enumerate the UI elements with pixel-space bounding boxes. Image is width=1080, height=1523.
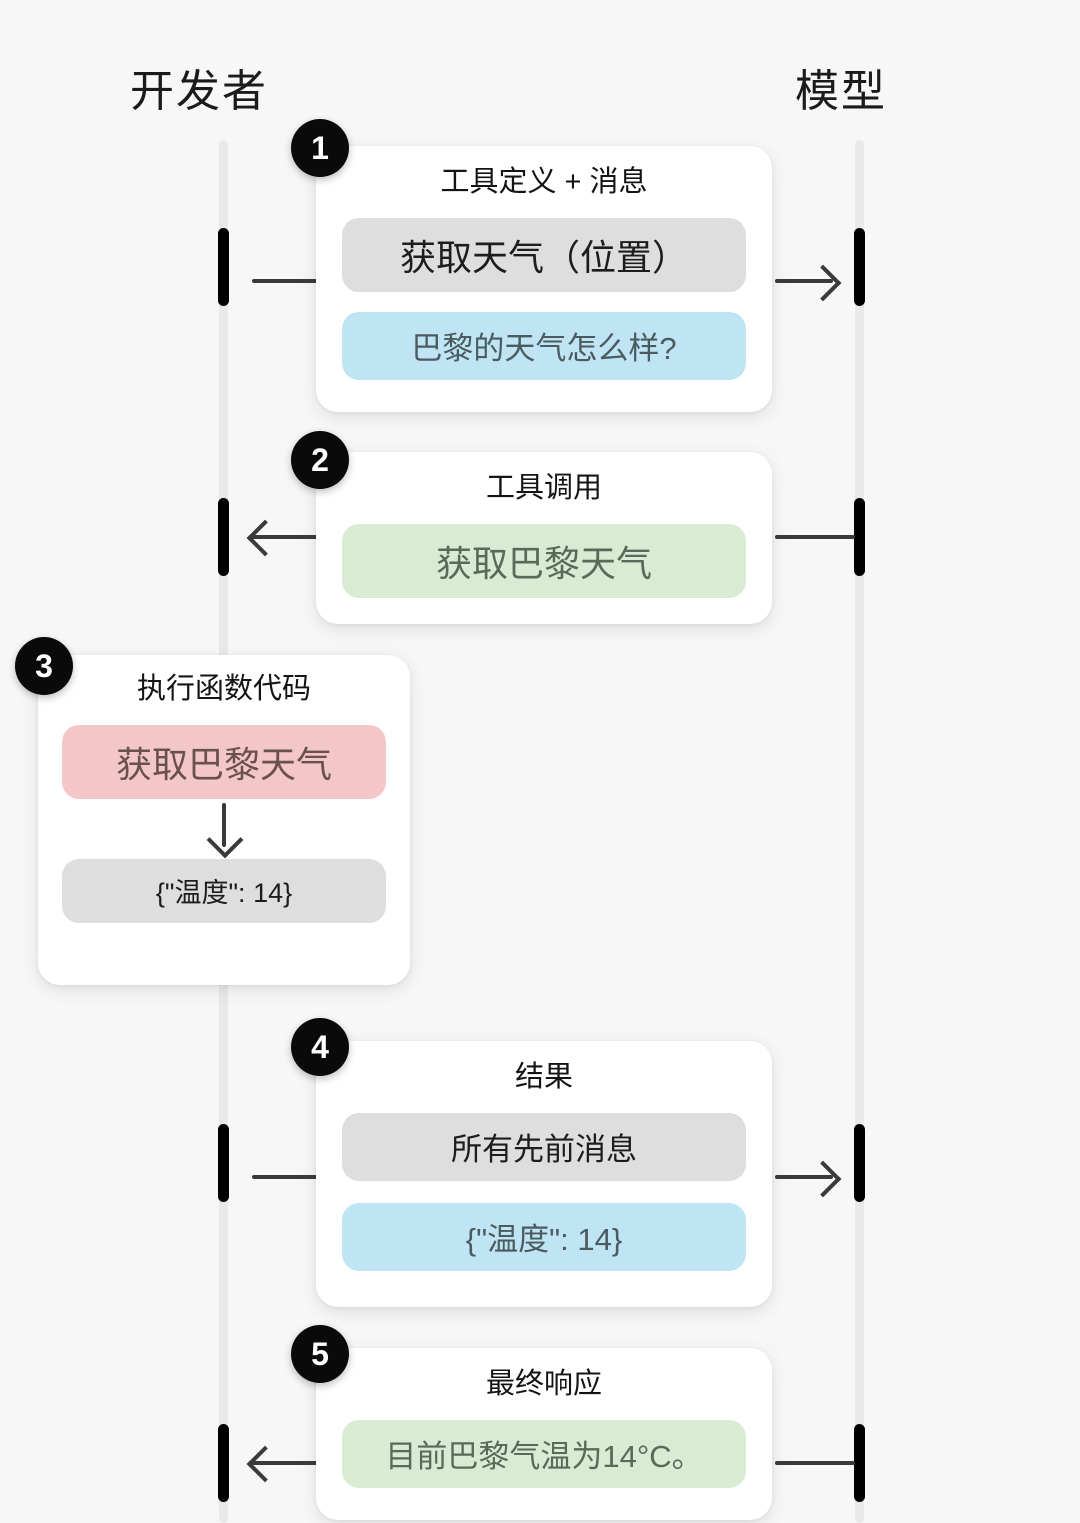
down-arrow-icon	[62, 799, 386, 859]
lane-label-developer: 开发者	[130, 67, 268, 116]
step-card-5[interactable]: 最终响应 目前巴黎气温为14°C。	[316, 1348, 772, 1520]
activation-tick-developer-1	[218, 228, 229, 306]
step-3-pill-function-invocation: 获取巴黎天气	[62, 724, 386, 799]
step-5-title: 最终响应	[485, 1368, 602, 1400]
lifeline-model	[855, 140, 864, 1523]
connector-step5-right	[775, 1461, 855, 1465]
step-card-4[interactable]: 结果 所有先前消息 {"温度": 14}	[316, 1041, 772, 1307]
step-badge-1: 1	[291, 119, 349, 177]
activation-tick-model-5	[854, 1424, 865, 1502]
step-badge-3: 3	[15, 637, 73, 695]
step-badge-5: 5	[291, 1325, 349, 1383]
lane-label-model: 模型	[795, 67, 887, 116]
down-arrow-head	[206, 821, 244, 859]
connector-step5-left	[252, 1461, 322, 1465]
activation-tick-developer-4	[218, 1124, 229, 1202]
connector-step4-right	[775, 1175, 833, 1179]
step-badge-2: 2	[291, 431, 349, 489]
connector-step2-right	[775, 535, 855, 539]
arrowhead-step1-to-model	[804, 264, 842, 302]
step-4-pill-all-previous-messages: 所有先前消息	[342, 1112, 746, 1181]
step-badge-4: 4	[291, 1018, 349, 1076]
connector-step1-right	[775, 279, 833, 283]
arrowhead-step4-to-model	[804, 1160, 842, 1198]
activation-tick-model-4	[854, 1124, 865, 1202]
step-2-pill-tool-call: 获取巴黎天气	[342, 523, 746, 598]
step-2-title: 工具调用	[485, 472, 602, 504]
activation-tick-developer-2	[218, 498, 229, 576]
step-4-title: 结果	[514, 1061, 573, 1093]
activation-tick-model-2	[854, 498, 865, 576]
connector-step1-left	[252, 279, 317, 283]
step-1-pill-tool-definition: 获取天气（位置）	[342, 217, 746, 292]
step-1-pill-user-message: 巴黎的天气怎么样?	[342, 311, 746, 380]
activation-tick-developer-5	[218, 1424, 229, 1502]
step-3-pill-function-result: {"温度": 14}	[62, 858, 386, 923]
activation-tick-model-1	[854, 228, 865, 306]
step-3-title: 执行函数代码	[136, 673, 311, 705]
arrowhead-step5-to-developer	[246, 1445, 284, 1483]
step-card-1[interactable]: 工具定义 + 消息 获取天气（位置） 巴黎的天气怎么样?	[316, 146, 772, 412]
arrowhead-step2-to-developer	[246, 519, 284, 557]
step-5-pill-final-response: 目前巴黎气温为14°C。	[342, 1419, 746, 1488]
step-4-pill-result-payload: {"温度": 14}	[342, 1202, 746, 1271]
down-arrow-stem	[222, 802, 226, 847]
connector-step2-left	[252, 535, 322, 539]
step-1-title: 工具定义 + 消息	[440, 166, 648, 198]
step-card-2[interactable]: 工具调用 获取巴黎天气	[316, 452, 772, 624]
step-card-3[interactable]: 执行函数代码 获取巴黎天气 {"温度": 14}	[38, 655, 410, 985]
connector-step4-left	[252, 1175, 317, 1179]
